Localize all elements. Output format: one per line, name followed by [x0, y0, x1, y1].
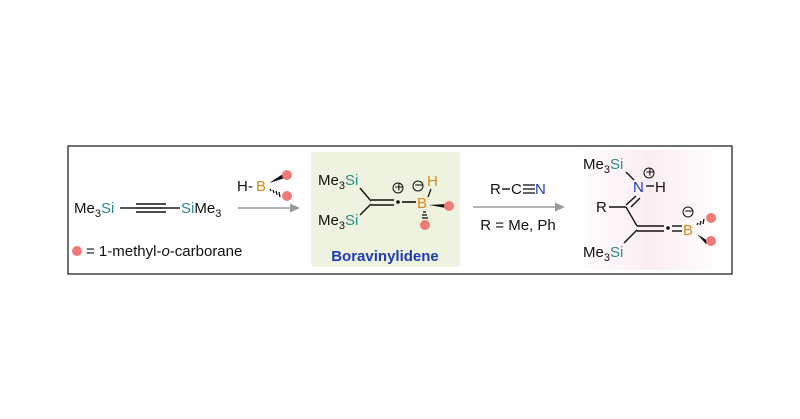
borane-reagent: H - B	[237, 170, 292, 201]
svg-text:+: +	[395, 179, 404, 196]
legend: = 1-methyl-o-carborane	[72, 243, 242, 260]
svg-text:N: N	[535, 181, 546, 198]
carborane-ball-icon	[72, 246, 82, 256]
wedge-bond	[269, 174, 285, 183]
svg-text:Me3Si: Me3Si	[74, 200, 114, 220]
reaction-arrow-2	[473, 202, 565, 212]
svg-text:Me3Si: Me3Si	[583, 156, 623, 176]
carborane-ball-icon	[420, 220, 430, 230]
svg-text:-: -	[248, 178, 253, 195]
wedge-bond	[429, 204, 446, 208]
svg-text:R: R	[490, 181, 501, 198]
svg-text:H: H	[427, 173, 438, 190]
product-structure: Me3Si + N H R Me3Si B −	[583, 156, 716, 264]
boravinylidene-label: Boravinylidene	[331, 248, 439, 265]
svg-text:Me3Si: Me3Si	[318, 212, 358, 232]
nitrile-reagent: R C N	[490, 181, 546, 198]
svg-text:B: B	[256, 178, 266, 195]
hashed-bond	[269, 188, 281, 198]
svg-text:SiMe3: SiMe3	[181, 200, 221, 220]
bond-c-c	[625, 206, 638, 227]
bond-si-n	[625, 171, 635, 181]
carborane-ball-icon	[706, 236, 716, 246]
reaction-conditions: R = Me, Ph	[480, 217, 555, 234]
bond-c-si	[623, 229, 638, 244]
intermediate-structure: Me3Si Me3Si + B − H	[318, 172, 454, 265]
svg-text:C: C	[511, 181, 522, 198]
minus-charge-circle	[412, 180, 424, 192]
carbene-dot	[396, 200, 400, 204]
svg-text:−: −	[415, 177, 424, 194]
reaction-arrow-1	[238, 203, 300, 213]
bond-b-h	[427, 188, 432, 198]
carborane-ball-icon	[444, 201, 454, 211]
hashed-bond	[696, 218, 705, 226]
svg-text:R: R	[596, 199, 607, 216]
double-bond-cn-1	[625, 195, 637, 206]
svg-text:H: H	[655, 179, 666, 196]
svg-text:Me3Si: Me3Si	[318, 172, 358, 192]
svg-text:−: −	[685, 203, 694, 220]
product-highlight	[570, 150, 728, 270]
svg-text:H: H	[237, 178, 248, 195]
carborane-ball-icon	[706, 213, 716, 223]
double-bond-cn-2	[630, 197, 641, 208]
hashed-bond	[422, 211, 428, 219]
reactant-alkyne: Me3Si SiMe3	[74, 200, 221, 220]
plus-charge-circle	[643, 167, 655, 179]
svg-text:B: B	[417, 195, 427, 212]
minus-charge-circle	[682, 206, 694, 218]
bond-si-c-bottom	[359, 203, 372, 216]
svg-text:+: +	[646, 164, 655, 181]
carbene-dot	[666, 226, 670, 230]
intermediate-highlight	[311, 152, 460, 267]
svg-text:= 1-methyl-o-carborane: = 1-methyl-o-carborane	[86, 243, 242, 260]
svg-text:B: B	[683, 222, 693, 239]
plus-charge-circle	[392, 182, 404, 194]
svg-text:N: N	[633, 179, 644, 196]
carborane-ball-icon	[282, 191, 292, 201]
svg-text:Me3Si: Me3Si	[583, 244, 623, 264]
bond-si-c-top	[359, 187, 372, 202]
carborane-ball-icon	[282, 170, 292, 180]
wedge-bond	[697, 234, 708, 244]
